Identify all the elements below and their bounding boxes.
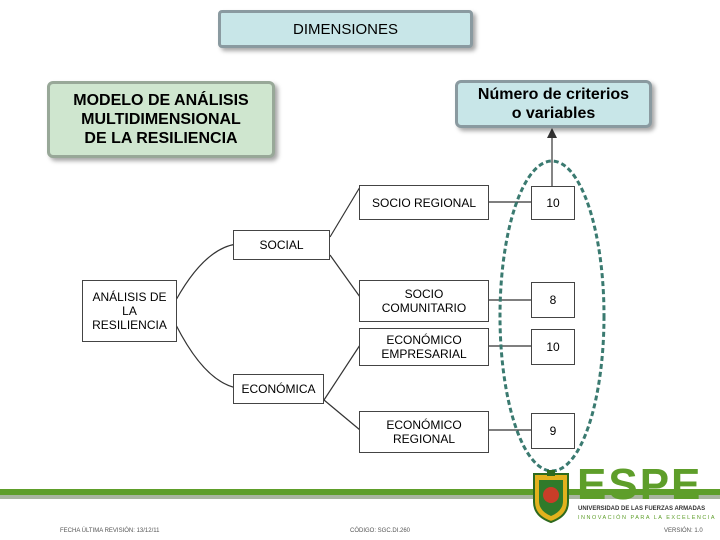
espe-tagline: INNOVACIÓN PARA LA EXCELENCIA: [578, 515, 717, 521]
dimension-economico-empresarial: ECONÓMICO EMPRESARIAL: [359, 328, 489, 366]
footer-right: VERSIÓN: 1.0: [664, 528, 703, 534]
dimension-economico-regional: ECONÓMICO REGIONAL: [359, 411, 489, 453]
espe-crest-icon: [528, 468, 574, 524]
value-economico-empresarial: 10: [531, 329, 575, 365]
espe-subtitle: UNIVERSIDAD DE LAS FUERZAS ARMADAS: [578, 506, 706, 512]
value-socio-regional: 10: [531, 186, 575, 220]
value-socio-comunitario: 8: [531, 282, 575, 318]
group-social: SOCIAL: [233, 230, 330, 260]
espe-logo-text: ESPE: [577, 460, 703, 509]
root-node: ANÁLISIS DE LA RESILIENCIA: [82, 280, 177, 342]
footer-center: CÓDIGO: SGC.DI.260: [350, 528, 411, 534]
footer-grey-band: [0, 495, 720, 499]
dimension-socio-regional: SOCIO REGIONAL: [359, 185, 489, 220]
page-title: DIMENSIONES: [218, 10, 473, 48]
footer-left: FECHA ÚLTIMA REVISIÓN: 13/12/11: [60, 528, 160, 534]
dimension-socio-comunitario: SOCIO COMUNITARIO: [359, 280, 489, 322]
model-title: MODELO DE ANÁLISIS MULTIDIMENSIONAL DE L…: [47, 81, 275, 158]
group-economica: ECONÓMICA: [233, 374, 324, 404]
value-economico-regional: 9: [531, 413, 575, 449]
criteria-title: Número de criterios o variables: [455, 80, 652, 128]
footer-green-band: [0, 489, 720, 495]
